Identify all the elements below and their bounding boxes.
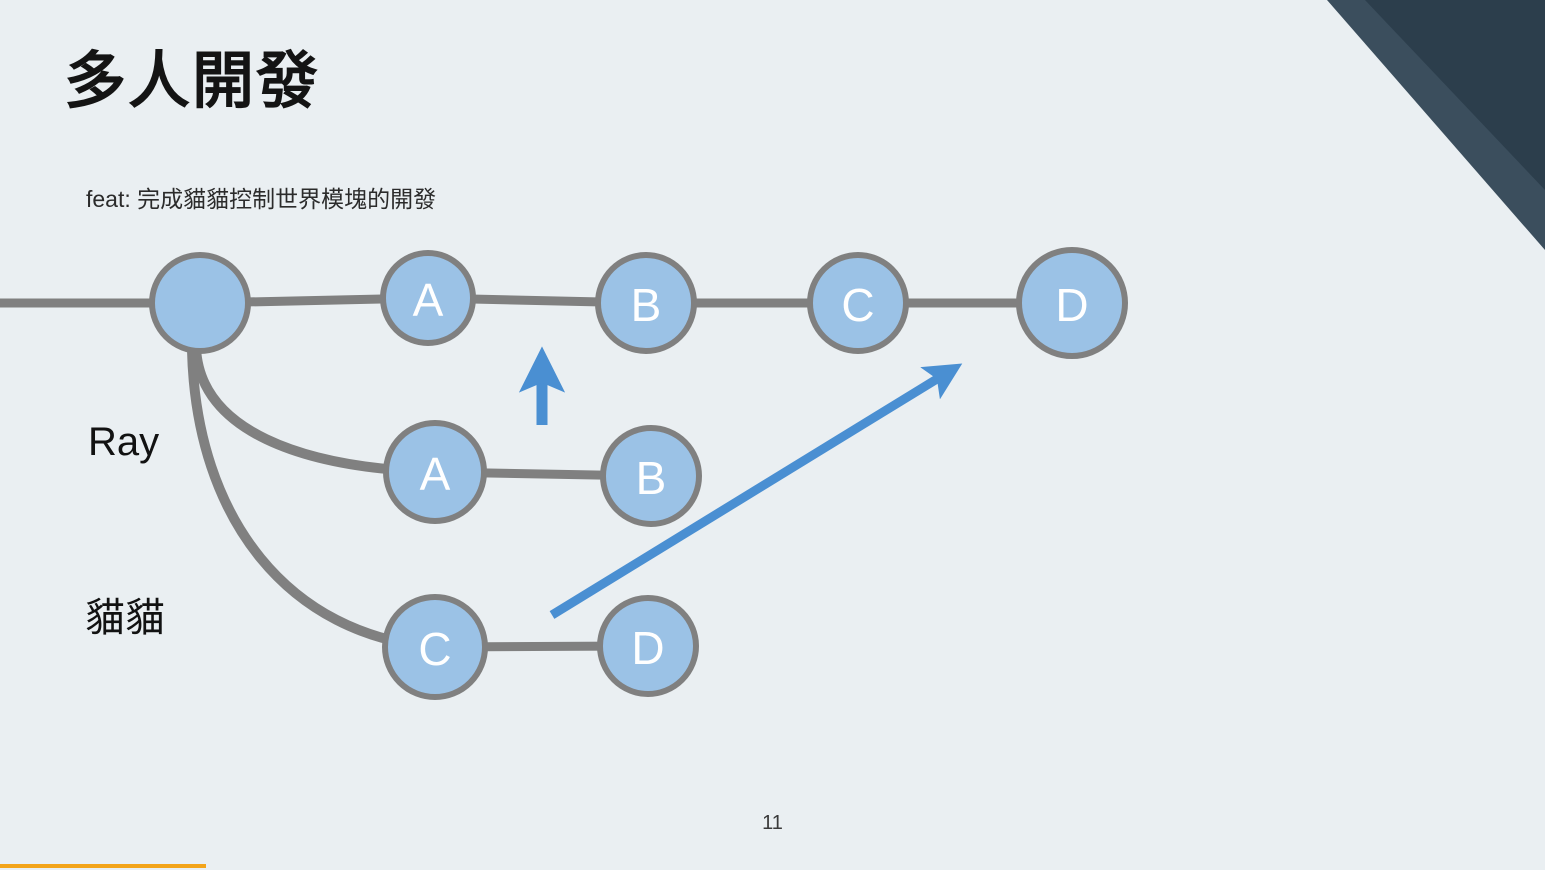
- commit-node-label: D: [631, 622, 664, 674]
- commit-node-label: A: [420, 448, 451, 500]
- commit-message-text: feat: 完成貓貓控制世界模塊的開發: [86, 186, 437, 212]
- commit-node-main-b[interactable]: B: [595, 252, 697, 354]
- commit-node-main-d[interactable]: D: [1016, 247, 1128, 359]
- graph-edges: [0, 293, 1072, 652]
- accent-bar: [0, 864, 206, 868]
- commit-node-ray-a[interactable]: A: [383, 420, 487, 524]
- commit-node-root[interactable]: [149, 252, 251, 354]
- commit-node-ray-b[interactable]: B: [600, 425, 702, 527]
- branch-ray-nodes: A B: [383, 420, 702, 527]
- commit-node-main-c[interactable]: C: [807, 252, 909, 354]
- branch-cat-nodes: C D: [382, 594, 699, 700]
- commit-node-label: D: [1055, 279, 1088, 331]
- branch-label-ray: Ray: [88, 420, 160, 464]
- commit-node-label: B: [636, 452, 667, 504]
- branch-label-cat: 貓貓: [85, 596, 165, 640]
- page-title: 多人開發: [64, 47, 321, 116]
- commit-node-label: C: [418, 623, 451, 675]
- commit-node-cat-c[interactable]: C: [382, 594, 488, 700]
- commit-node-label: C: [841, 279, 874, 331]
- commit-node-main-a[interactable]: A: [380, 250, 476, 346]
- commit-node-label: A: [413, 274, 444, 326]
- page-number: 11: [762, 812, 783, 834]
- commit-node-cat-d[interactable]: D: [597, 595, 699, 697]
- merge-arrow-cat-icon: [549, 363, 963, 619]
- commit-node-label: B: [631, 279, 662, 331]
- branch-main-nodes: A B C D: [149, 247, 1128, 359]
